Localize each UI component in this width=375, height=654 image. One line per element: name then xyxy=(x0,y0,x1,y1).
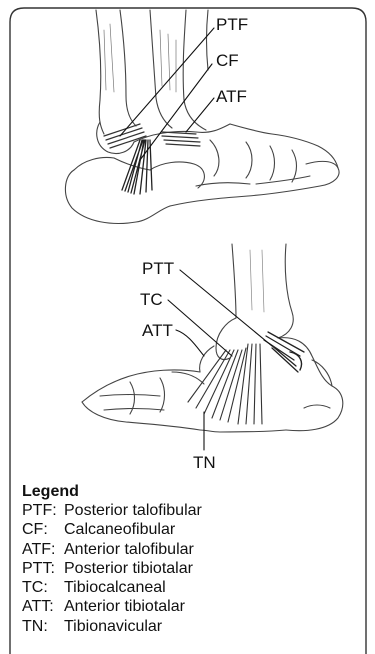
legend-item: TC: Tibiocalcaneal xyxy=(22,578,362,597)
legend-description: Posterior talofibular xyxy=(64,501,362,520)
legend-abbreviation: ATF: xyxy=(22,540,64,559)
legend-description: Anterior talofibular xyxy=(64,540,362,559)
label-att: ATT xyxy=(142,322,173,339)
medial-ankle-illustration xyxy=(82,244,343,450)
legend-item: PTT: Posterior tibiotalar xyxy=(22,559,362,578)
legend-description: Posterior tibiotalar xyxy=(64,559,362,578)
legend-title: Legend xyxy=(22,482,362,501)
legend-abbreviation: ATT: xyxy=(22,597,64,616)
legend-abbreviation: CF: xyxy=(22,520,64,539)
legend-description: Tibionavicular xyxy=(64,617,362,636)
legend-abbreviation: PTT: xyxy=(22,559,64,578)
legend-item: TN: Tibionavicular xyxy=(22,617,362,636)
legend-abbreviation: TC: xyxy=(22,578,64,597)
legend-item: ATT: Anterior tibiotalar xyxy=(22,597,362,616)
label-ptf: PTF xyxy=(216,16,248,33)
label-tn: TN xyxy=(193,454,216,471)
label-tc: TC xyxy=(140,291,163,308)
legend-description: Anterior tibiotalar xyxy=(64,597,362,616)
legend-item: PTF: Posterior talofibular xyxy=(22,501,362,520)
lateral-ankle-illustration xyxy=(65,10,339,223)
label-cf: CF xyxy=(216,52,239,69)
legend-item: CF: Calcaneofibular xyxy=(22,520,362,539)
legend-abbreviation: TN: xyxy=(22,617,64,636)
legend-abbreviation: PTF: xyxy=(22,501,64,520)
legend: Legend PTF: Posterior talofibular CF: Ca… xyxy=(22,482,362,636)
label-atf: ATF xyxy=(216,88,247,105)
legend-item: ATF: Anterior talofibular xyxy=(22,540,362,559)
label-ptt: PTT xyxy=(142,260,174,277)
legend-description: Tibiocalcaneal xyxy=(64,578,362,597)
legend-description: Calcaneofibular xyxy=(64,520,362,539)
